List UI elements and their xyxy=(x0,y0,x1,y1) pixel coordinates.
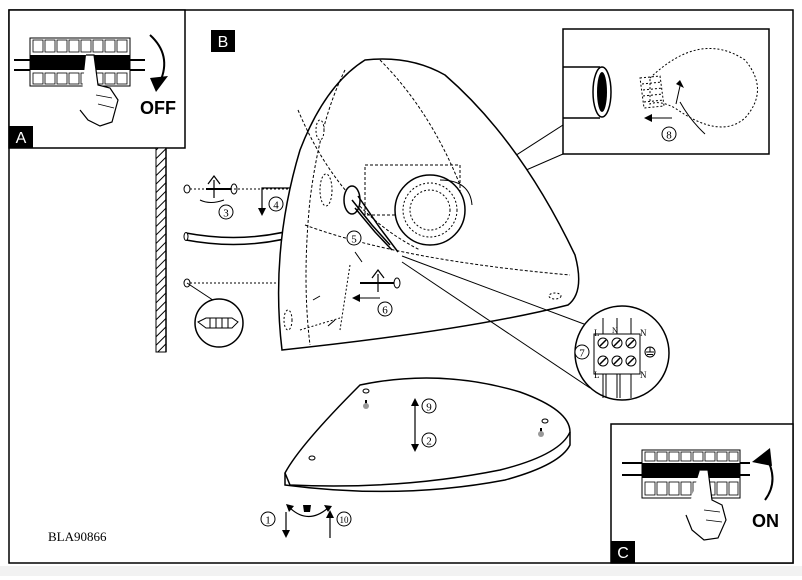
mount-arrow-icon xyxy=(261,187,292,212)
panel-b-label: B xyxy=(218,34,229,51)
on-label: ON xyxy=(752,511,779,531)
step-5-label: 5 xyxy=(351,234,357,246)
terminal-n-top: N xyxy=(640,328,647,338)
base-screw-icon xyxy=(286,504,332,518)
terminal-n-mid: N xyxy=(612,326,618,335)
breaker-off-icon xyxy=(14,37,145,127)
panel-c: ON C xyxy=(610,423,794,564)
off-label: OFF xyxy=(140,98,176,118)
step-8-label: 8 xyxy=(666,130,672,142)
base-plate xyxy=(284,377,571,493)
step-7-label: 7 xyxy=(579,348,585,360)
breaker-on-icon xyxy=(622,449,750,541)
terminal-block: L L N N N xyxy=(574,305,670,401)
lamp-socket xyxy=(364,164,473,246)
model-number: BLA90866 xyxy=(48,529,107,544)
terminal-l-top: L xyxy=(594,328,600,338)
step-10-label: 10 xyxy=(340,515,350,525)
step-3-label: 3 xyxy=(223,208,229,220)
panel-b-marker xyxy=(211,30,235,52)
bulb-inset: 8 xyxy=(562,28,770,155)
terminal-l-bottom: L xyxy=(594,370,600,380)
ground-icon xyxy=(644,346,656,358)
step-4-label: 4 xyxy=(273,200,279,212)
panel-a: OFF A xyxy=(8,9,186,149)
terminal-n-bottom: N xyxy=(640,370,647,380)
outer-frame xyxy=(8,9,794,564)
step-2-label: 2 xyxy=(426,436,432,448)
step-9-label: 9 xyxy=(426,402,432,414)
wall-plug-icon xyxy=(194,298,244,348)
step-6-label: 6 xyxy=(382,305,388,317)
step-1-label: 1 xyxy=(265,515,271,527)
panel-c-label: C xyxy=(617,545,629,562)
wall xyxy=(155,147,167,353)
bulb-icon xyxy=(639,47,758,135)
panel-a-label: A xyxy=(16,130,27,147)
